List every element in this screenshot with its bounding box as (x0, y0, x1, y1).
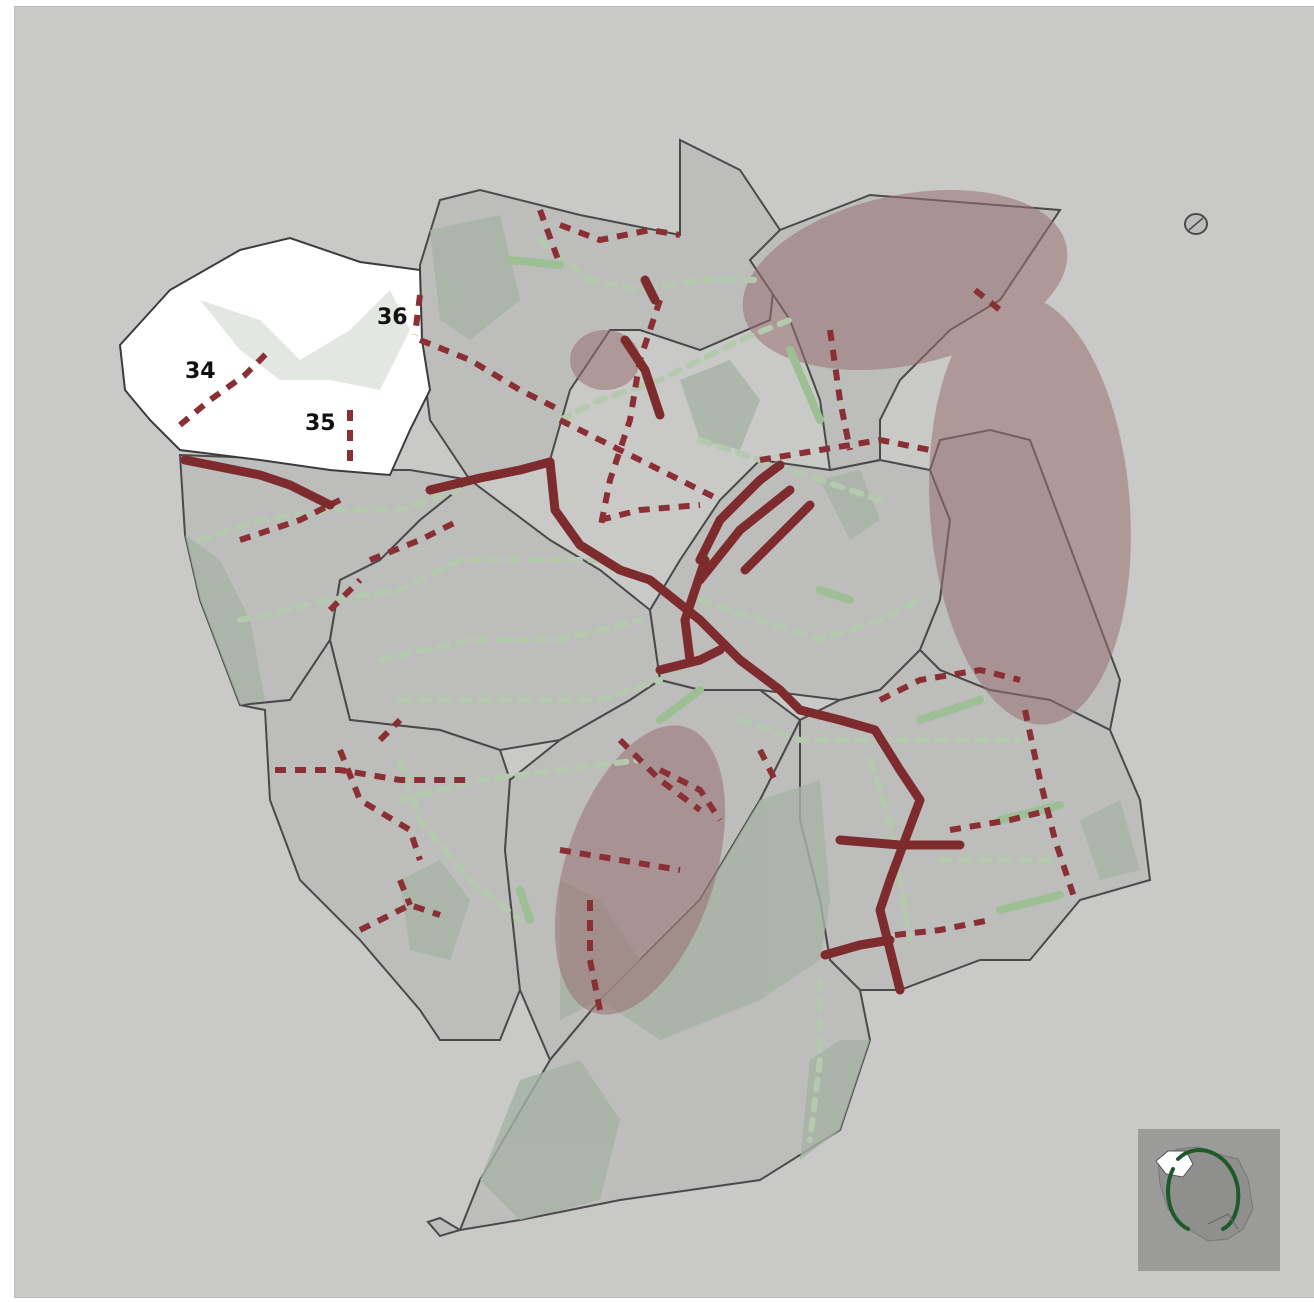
route-label-36: 36 (377, 305, 408, 330)
southern-tip (426, 1216, 463, 1238)
secondary-routes (178, 208, 1078, 1011)
route-label-34: 34 (185, 359, 216, 384)
zone-nw-small (570, 330, 640, 390)
route-label-35: 35 (305, 411, 336, 436)
small-island-icon (1184, 213, 1208, 235)
zone-east-harbour (929, 295, 1131, 725)
primary-routes (180, 275, 965, 995)
highlighted-district[interactable] (118, 236, 432, 477)
route-main-ring (180, 455, 335, 510)
route-labels: 34 35 36 (185, 305, 408, 436)
locator-map-icon (1138, 1129, 1280, 1271)
